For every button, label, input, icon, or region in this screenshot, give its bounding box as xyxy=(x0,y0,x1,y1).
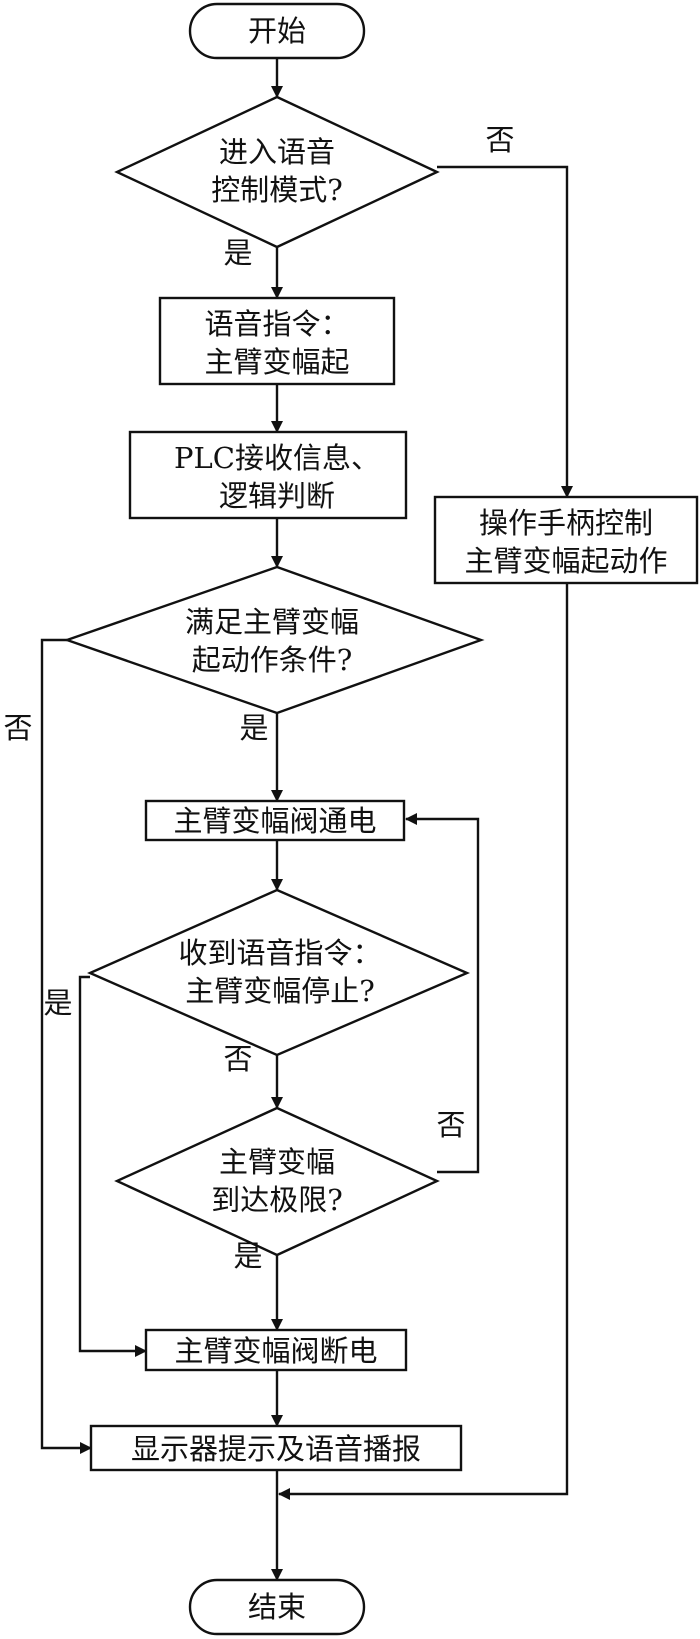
process-valve-on: 主臂变幅阀通电 xyxy=(144,799,406,842)
process-display-broadcast: 显示器提示及语音播报 xyxy=(89,1424,463,1472)
label-mode-no: 否 xyxy=(485,123,514,157)
edge-stop-yes xyxy=(78,975,147,1357)
display-label: 显示器提示及语音播报 xyxy=(131,1432,421,1466)
valve-off-label: 主臂变幅阀断电 xyxy=(174,1334,377,1368)
label-stop-no: 否 xyxy=(223,1042,252,1076)
voice-mode-line-2: 控制模式? xyxy=(211,173,343,207)
label-condition-no: 否 xyxy=(3,711,32,745)
decision-voice-mode: 进入语音 控制模式? xyxy=(114,95,440,249)
voice-command-line-2: 主臂变幅起 xyxy=(204,345,349,379)
terminal-end: 结束 xyxy=(188,1578,366,1636)
decision-stop-command: 收到语音指令： 主臂变幅停止? xyxy=(87,888,471,1057)
condition-line-2: 起动作条件? xyxy=(192,643,353,677)
edge-mode-no xyxy=(437,165,573,498)
stop-command-line-2: 主臂变幅停止? xyxy=(185,974,375,1008)
edge-handle-to-end xyxy=(278,556,569,1500)
decision-condition: 满足主臂变幅 起动作条件? xyxy=(63,565,485,715)
handle-line-2: 主臂变幅起动作 xyxy=(464,544,667,578)
decision-limit-reached: 主臂变幅 到达极限? xyxy=(114,1106,440,1257)
voice-mode-line-1: 进入语音 xyxy=(219,135,335,169)
process-voice-command-boom-up: 语音指令： 主臂变幅起 xyxy=(158,296,396,386)
label-limit-no: 否 xyxy=(436,1108,465,1142)
branch-labels: 否 是 是 否 是 否 否 是 xyxy=(3,123,514,1273)
label-mode-yes: 是 xyxy=(223,236,252,270)
label-stop-yes: 是 xyxy=(43,986,72,1020)
label-limit-yes: 是 xyxy=(233,1239,262,1273)
edge-limit-no xyxy=(405,813,480,1174)
end-label: 结束 xyxy=(248,1590,306,1624)
connectors xyxy=(40,58,573,1581)
process-handle-control: 操作手柄控制 主臂变幅起动作 xyxy=(433,495,699,585)
limit-line-1: 主臂变幅 xyxy=(219,1145,335,1179)
terminal-start: 开始 xyxy=(188,2,366,60)
valve-on-label: 主臂变幅阀通电 xyxy=(173,804,376,838)
condition-line-1: 满足主臂变幅 xyxy=(185,605,359,639)
process-valve-off: 主臂变幅阀断电 xyxy=(144,1328,408,1372)
handle-line-1: 操作手柄控制 xyxy=(479,506,653,540)
plc-line-1: PLC接收信息、 xyxy=(174,441,380,475)
voice-command-line-1: 语音指令： xyxy=(204,307,349,341)
start-label: 开始 xyxy=(248,14,306,48)
limit-line-2: 到达极限? xyxy=(211,1183,343,1217)
stop-command-line-1: 收到语音指令： xyxy=(178,936,381,970)
edge-condition-no xyxy=(40,638,92,1454)
process-plc-logic: PLC接收信息、 逻辑判断 xyxy=(128,430,408,520)
label-condition-yes: 是 xyxy=(239,711,268,745)
plc-line-2: 逻辑判断 xyxy=(219,479,335,513)
